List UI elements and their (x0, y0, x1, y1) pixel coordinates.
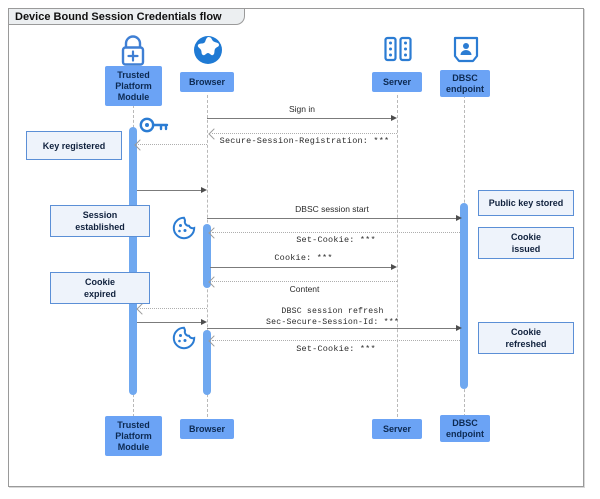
activation-tpm (129, 127, 137, 395)
message-arrowhead-dbsc-refresh (456, 324, 462, 331)
key-icon (139, 116, 169, 134)
message-line-content (212, 281, 397, 282)
note-cookie-refreshed: Cookie refreshed (478, 322, 574, 354)
message-label-set-cookie-2: Set-Cookie: *** (296, 344, 376, 354)
message-line-set-cookie-2 (212, 340, 460, 341)
server-rack-icon (383, 35, 413, 65)
message-label-cookie: Cookie: *** (274, 253, 333, 263)
message-arrowhead-tpm-to-browser-2 (201, 318, 207, 325)
diagram-frame-label: Device Bound Session Credentials flow (9, 9, 245, 25)
actor-dbsc-bottom[interactable]: DBSC endpoint (440, 415, 490, 442)
message-line-dbsc-refresh (207, 328, 458, 329)
lifeline-server (397, 95, 398, 417)
message-line-cookie-expired-back (140, 308, 207, 309)
message-label-content: Content (289, 284, 320, 294)
message-arrowhead-cookie (391, 263, 397, 270)
activation-dbsc (460, 203, 468, 389)
note-public-key-stored: Public key stored (478, 190, 574, 216)
actor-server-bottom[interactable]: Server (372, 419, 422, 439)
message-line-tpm-to-browser-2 (137, 322, 201, 323)
message-arrowhead-tpm-to-browser (201, 186, 207, 193)
message-label-dbsc-refresh: DBSC session refresh Sec-Secure-Session-… (266, 307, 399, 327)
message-arrowhead-sign-in (391, 114, 397, 121)
cookie-icon (172, 216, 196, 240)
message-line-key-to-tpm (138, 144, 207, 145)
note-key-registered: Key registered (26, 131, 122, 160)
activation-browser-1 (203, 224, 211, 288)
message-label-sec-session-reg: Secure-Session-Registration: *** (219, 136, 390, 146)
activation-browser-2 (203, 330, 211, 395)
message-label-dbsc-start: DBSC session start (295, 204, 369, 214)
note-cookie-expired: Cookie expired (50, 272, 150, 304)
actor-dbsc-top[interactable]: DBSC endpoint (440, 70, 490, 97)
message-line-tpm-to-browser (137, 190, 201, 191)
id-badge-icon (452, 35, 480, 65)
globe-icon (193, 35, 223, 65)
lock-plus-icon (118, 34, 148, 67)
cookie-icon (172, 326, 196, 350)
actor-tpm-bottom[interactable]: Trusted Platform Module (105, 416, 162, 456)
note-cookie-issued: Cookie issued (478, 227, 574, 259)
note-session-established: Session established (50, 205, 150, 237)
actor-server-top[interactable]: Server (372, 72, 422, 92)
message-line-set-cookie-1 (212, 232, 460, 233)
message-line-cookie (210, 267, 391, 268)
message-arrowhead-dbsc-start (456, 214, 462, 221)
actor-tpm-top[interactable]: Trusted Platform Module (105, 66, 162, 106)
message-line-sign-in (207, 118, 391, 119)
message-label-set-cookie-1: Set-Cookie: *** (296, 235, 376, 245)
actor-browser-top[interactable]: Browser (180, 72, 234, 92)
actor-browser-bottom[interactable]: Browser (180, 419, 234, 439)
message-label-sign-in: Sign in (289, 104, 315, 114)
message-line-dbsc-start (207, 218, 458, 219)
message-line-sec-session-reg (212, 133, 397, 134)
